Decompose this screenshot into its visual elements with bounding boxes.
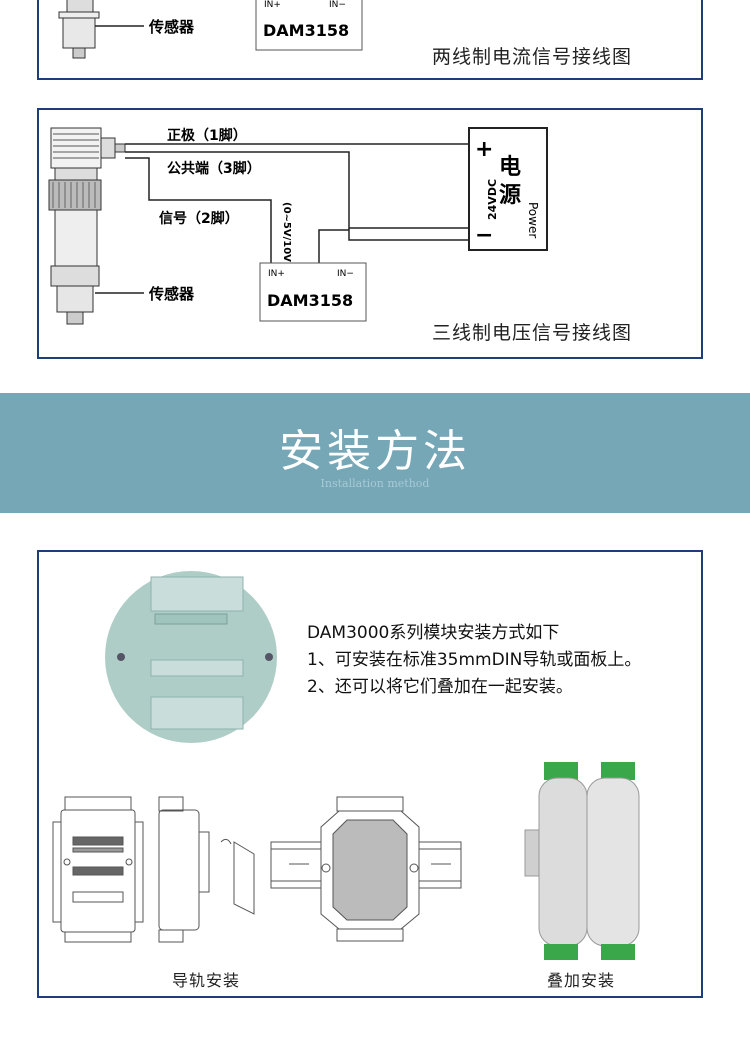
wire-common-label: 公共端（3脚） — [167, 160, 261, 177]
power-minus: − — [475, 223, 493, 248]
power-cn-2: 源 — [499, 183, 521, 208]
install-line: 1、可安装在标准35mmDIN导轨或面板上。 — [307, 650, 642, 670]
three-wire-diagram-panel: 正极（1脚） 公共端（3脚） 信号（2脚） (0~5V/10V) 传感器 IN+… — [37, 108, 703, 359]
stacked-modules-photo — [524, 762, 640, 960]
stack-install-label: 叠加安装 — [547, 971, 616, 990]
sensor-label: 传感器 — [148, 18, 195, 36]
wire-positive-label: 正极（1脚） — [167, 127, 247, 144]
rail-install-front-view — [52, 796, 144, 943]
dam3158-module — [255, 0, 363, 51]
in-plus-label: IN+ — [268, 269, 285, 279]
two-wire-caption: 两线制电流信号接线图 — [432, 46, 633, 68]
rail-install-side-view — [158, 796, 255, 943]
banner-subtitle: Installation method — [320, 477, 430, 490]
three-wire-diagram: 正极（1脚） 公共端（3脚） 信号（2脚） (0~5V/10V) 传感器 IN+… — [48, 127, 548, 325]
power-box — [468, 127, 548, 251]
dam3158-module — [259, 262, 367, 322]
module-label: DAM3158 — [263, 21, 349, 40]
installation-panel: DAM3000系列模块安装方式如下 1、可安装在标准35mmDIN导轨或面板上。… — [37, 550, 703, 998]
power-en: Power — [526, 202, 540, 238]
in-plus-label: IN+ — [264, 0, 281, 10]
install-line: DAM3000系列模块安装方式如下 — [307, 623, 560, 643]
power-plus: + — [475, 137, 493, 162]
module-label: DAM3158 — [267, 291, 353, 310]
in-minus-label: IN− — [329, 0, 346, 10]
section-banner: 安装方法 Installation method — [0, 393, 750, 513]
install-description: DAM3000系列模块安装方式如下 1、可安装在标准35mmDIN导轨或面板上。… — [307, 620, 641, 701]
rail-install-label: 导轨安装 — [172, 971, 241, 990]
rail-install-mounted-view — [270, 796, 462, 942]
wire-signal-label: 信号（2脚） — [159, 210, 239, 227]
installation-illustration — [52, 571, 640, 960]
in-minus-label: IN− — [337, 269, 354, 279]
sensor-label: 传感器 — [148, 285, 195, 303]
two-wire-diagram-panel: 传感器 IN+ IN− DAM3158 两线制电流信号接线图 — [37, 0, 703, 80]
sensor-graphic — [48, 127, 126, 325]
power-voltage: 24VDC — [486, 179, 499, 220]
banner-title: 安装方法 — [279, 426, 471, 477]
two-wire-diagram: 传感器 IN+ IN− DAM3158 — [58, 0, 363, 59]
din-rail-circle-photo — [105, 571, 277, 743]
sensor-graphic — [58, 0, 100, 59]
three-wire-caption: 三线制电压信号接线图 — [432, 322, 633, 344]
install-line: 2、还可以将它们叠加在一起安装。 — [307, 677, 573, 697]
range-label: (0~5V/10V) — [281, 202, 292, 266]
power-cn-1: 电 — [499, 155, 521, 180]
